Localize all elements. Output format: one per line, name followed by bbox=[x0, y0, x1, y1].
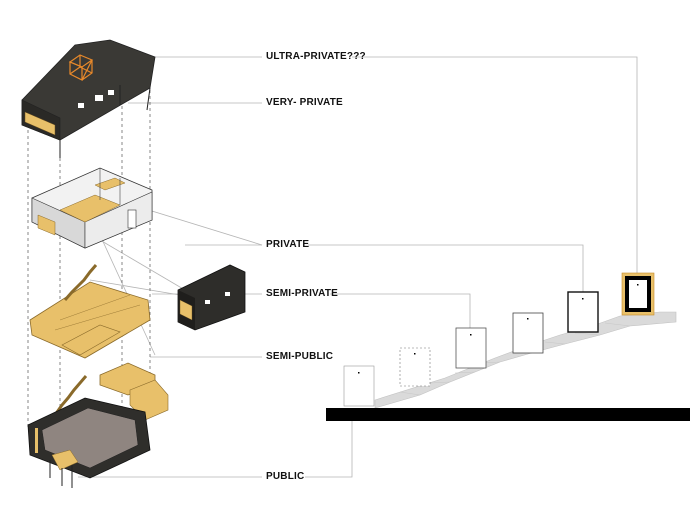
ground-floor-volume bbox=[27, 397, 151, 488]
public-box bbox=[343, 365, 375, 407]
ground-bar bbox=[326, 408, 690, 421]
label-ultra-private: ULTRA-PRIVATE??? bbox=[266, 51, 366, 62]
stair-shape bbox=[374, 311, 677, 409]
leader-ultra-private-to-box bbox=[352, 56, 638, 276]
ultra-private-box bbox=[621, 272, 655, 316]
private-box bbox=[512, 312, 544, 354]
upper-floor-volume bbox=[31, 167, 153, 249]
lower-deck bbox=[53, 362, 169, 421]
label-semi-private: SEMI-PRIVATE bbox=[266, 288, 339, 299]
label-private: PRIVATE bbox=[266, 239, 310, 250]
leader-public-to-box bbox=[305, 420, 353, 478]
leader-private-to-box bbox=[308, 244, 584, 292]
roof-volume bbox=[21, 39, 156, 158]
label-public: PUBLIC bbox=[266, 471, 305, 482]
label-very-private: VERY- PRIVATE bbox=[266, 97, 343, 108]
mid-platform bbox=[29, 264, 151, 359]
leader-semi-private-to-box bbox=[330, 293, 471, 328]
label-semi-public: SEMI-PUBLIC bbox=[266, 351, 334, 362]
side-box bbox=[177, 264, 246, 331]
ultra-private-cube-icon bbox=[68, 54, 94, 81]
stair-diagram bbox=[326, 272, 690, 421]
